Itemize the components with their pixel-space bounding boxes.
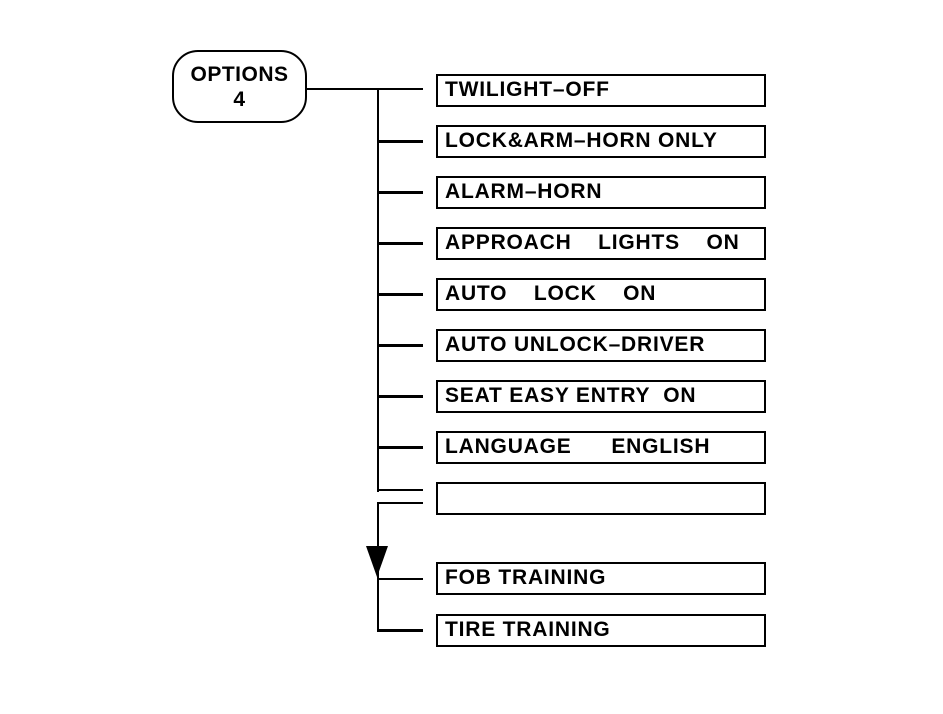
connector-elbow [376,501,423,504]
menu-item-box-auto-unlock: AUTO UNLOCK–DRIVER [436,329,766,362]
connector-root-line [307,87,423,90]
menu-item-box-lock-arm: LOCK&ARM–HORN ONLY [436,125,766,158]
menu-item-label: AUTO LOCK ON [445,281,657,305]
menu-item-label: ALARM–HORN [445,179,603,203]
connector-trunk-upper [376,87,379,492]
menu-item-box-alarm: ALARM–HORN [436,176,766,209]
connector-tick [376,395,423,398]
connector-tick [376,140,423,143]
connector-tick [376,629,423,632]
menu-item-box-approach-lights: APPROACH LIGHTS ON [436,227,766,260]
connector-tick [376,191,423,194]
menu-item-label: SEAT EASY ENTRY ON [445,383,697,407]
down-arrow-icon [366,546,388,577]
options-root-number: 4 [233,87,246,111]
menu-item-box-seat-easy-entry: SEAT EASY ENTRY ON [436,380,766,413]
menu-item-box-tire-training: TIRE TRAINING [436,614,766,647]
connector-tick [376,488,423,491]
menu-item-label: AUTO UNLOCK–DRIVER [445,332,706,356]
menu-item-box-fob-training: FOB TRAINING [436,562,766,595]
menu-item-box-empty [436,482,766,515]
options-root-title: OPTIONS [190,62,289,86]
menu-item-box-auto-lock: AUTO LOCK ON [436,278,766,311]
connector-tick [376,344,423,347]
connector-tick [376,242,423,245]
connector-tick [376,446,423,449]
menu-item-box-twilight: TWILIGHT–OFF [436,74,766,107]
menu-item-label: LANGUAGE ENGLISH [445,434,711,458]
menu-item-box-language: LANGUAGE ENGLISH [436,431,766,464]
connector-tick [376,577,423,580]
menu-item-label: APPROACH LIGHTS ON [445,230,740,254]
menu-item-label: FOB TRAINING [445,565,607,589]
connector-tick [376,293,423,296]
menu-item-label: TIRE TRAINING [445,617,611,641]
options-root-node: OPTIONS 4 [172,50,307,123]
menu-item-label: LOCK&ARM–HORN ONLY [445,128,718,152]
menu-item-label: TWILIGHT–OFF [445,77,610,101]
